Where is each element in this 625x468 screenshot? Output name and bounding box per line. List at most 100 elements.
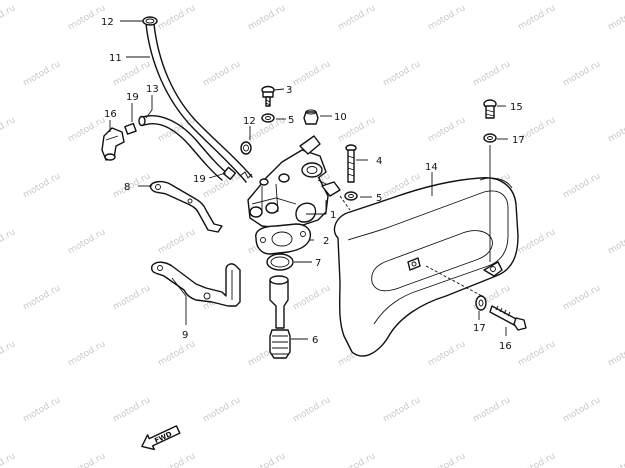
clip-19-middle (222, 166, 253, 180)
callout-19-mid: 19 (193, 174, 206, 185)
watermark-text: motod.ru (472, 59, 513, 88)
watermark-text: motod.ru (607, 227, 625, 256)
gear-shaft-6 (269, 275, 291, 359)
washer-5-top (261, 113, 275, 123)
watermark-text: motod.ru (382, 395, 423, 424)
watermark-text: motod.ru (202, 171, 243, 200)
watermark-text: motod.ru (157, 451, 198, 468)
watermark-text: motod.ru (562, 283, 603, 312)
watermark-text: motod.ru (22, 395, 63, 424)
watermark-text: motod.ru (292, 59, 333, 88)
watermark-text: motod.ru (427, 339, 468, 368)
hose-13 (138, 115, 229, 181)
gasket-2 (255, 223, 312, 255)
callout-16-bottom: 16 (499, 341, 512, 352)
washer-17-top (483, 133, 497, 143)
watermark-text: motod.ru (562, 395, 603, 424)
watermark-text: motod.ru (22, 171, 63, 200)
watermark-text: motod.ru (517, 3, 558, 32)
callout-17-top: 17 (512, 135, 525, 146)
callout-5-right: 5 (376, 193, 382, 204)
watermark-text: motod.ru (607, 115, 625, 144)
watermark-text: motod.ru (112, 283, 153, 312)
watermark-text: motod.ru (427, 3, 468, 32)
fwd-direction-badge: FWD (141, 425, 181, 451)
watermark-text: motod.ru (0, 227, 17, 256)
watermark-text: motod.ru (427, 451, 468, 468)
callout-1: 1 (330, 210, 336, 221)
oil-pump-1 (247, 135, 341, 229)
watermark-text: motod.ru (247, 451, 288, 468)
watermark-text: motod.ru (22, 59, 63, 88)
watermark-text: motod.ru (292, 395, 333, 424)
screw-4 (345, 144, 357, 183)
callout-16-top: 16 (104, 109, 117, 120)
watermark-text: motod.ru (607, 451, 625, 468)
callout-5-top: 5 (288, 115, 294, 126)
watermark-text: motod.ru (0, 115, 17, 144)
watermark-text: motod.ru (67, 115, 108, 144)
clip-12-top (142, 16, 158, 26)
callouts: 12 11 16 19 13 8 9 19 12 3 5 10 4 5 1 2 … (101, 17, 525, 352)
watermark-text: motod.ru (202, 59, 243, 88)
watermark-text: motod.ru (607, 339, 625, 368)
callout-19-top: 19 (126, 92, 139, 103)
screw-3 (261, 85, 275, 107)
watermark-text: motod.ru (22, 283, 63, 312)
callout-17-bottom: 17 (473, 323, 486, 334)
o-ring-7 (266, 253, 294, 271)
watermark-text: motod.ru (472, 395, 513, 424)
clip-19-top (124, 122, 137, 135)
watermark-text: motod.ru (517, 339, 558, 368)
watermark-text: motod.ru (157, 115, 198, 144)
callout-8: 8 (124, 182, 130, 193)
callout-12-top: 12 (101, 17, 114, 28)
callout-9: 9 (182, 330, 188, 341)
watermark-text: motod.ru (202, 395, 243, 424)
watermark-text: motod.ru (607, 3, 625, 32)
fitting-16 (101, 127, 125, 161)
callout-2: 2 (323, 236, 329, 247)
watermark-text: motod.ru (67, 339, 108, 368)
fwd-label: FWD (153, 430, 173, 445)
washer-5-right (344, 191, 358, 201)
bracket-8 (149, 180, 223, 233)
watermark-text: motod.ru (157, 227, 198, 256)
callout-11: 11 (109, 53, 122, 64)
arrow-left-icon (141, 425, 181, 451)
watermark-text: motod.ru (0, 451, 17, 468)
watermark-text: motod.ru (562, 59, 603, 88)
watermark-text: motod.ru (157, 339, 198, 368)
watermark-text: motod.ru (0, 3, 17, 32)
bolt-16 (489, 305, 527, 331)
screw-15 (483, 99, 497, 119)
watermark-text: motod.ru (247, 3, 288, 32)
hose-11 (145, 23, 253, 183)
watermark-text: motod.ru (112, 395, 153, 424)
leader-lines (109, 20, 508, 340)
washer-17-bottom (475, 295, 487, 311)
callout-7: 7 (315, 258, 321, 269)
callout-14: 14 (425, 162, 438, 173)
watermark-text: motod.ru (427, 115, 468, 144)
clip-12-pump (240, 141, 252, 155)
watermark-text: motod.ru (517, 227, 558, 256)
oil-tank-14 (333, 177, 519, 357)
watermark-text: motod.ru (382, 59, 423, 88)
callout-3: 3 (286, 85, 292, 96)
callout-13: 13 (146, 84, 159, 95)
callout-12-pump: 12 (243, 116, 256, 127)
callout-15: 15 (510, 102, 523, 113)
callout-10: 10 (334, 112, 347, 123)
watermark-text: motod.ru (562, 171, 603, 200)
watermark-text: motod.ru (517, 451, 558, 468)
bracket-9 (150, 261, 241, 307)
watermark-text: motod.ru (337, 3, 378, 32)
watermark-text: motod.ru (337, 451, 378, 468)
watermark-text: motod.ru (67, 451, 108, 468)
watermark-text: motod.ru (67, 227, 108, 256)
watermark-text: motod.ru (292, 283, 333, 312)
callout-4: 4 (376, 156, 382, 167)
